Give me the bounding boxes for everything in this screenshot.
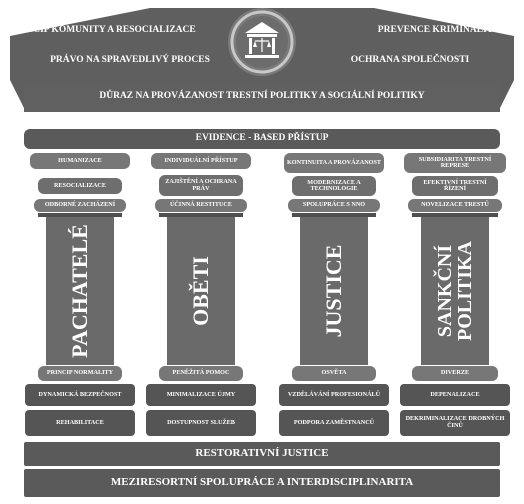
column-4-title-line-2: politika (454, 240, 476, 342)
column-1-bottom-pill: Princip normality (38, 366, 122, 381)
column-4-capital (412, 213, 498, 217)
column-1-base-item-1: Dynamická bezpečnost (25, 384, 135, 406)
column-1-capital (38, 213, 122, 217)
foundation-text-1: Restorativní justice (195, 447, 329, 459)
column-1-top-item-3: Odborné zacházení (34, 199, 126, 212)
emblem-ring (230, 10, 294, 74)
courthouse-scales-icon (245, 22, 279, 58)
column-4-top-item-2: Efektivní trestní řízení (412, 176, 498, 196)
column-1-base-item-2: Rehabilitace (25, 410, 135, 436)
evidence-bar (24, 129, 500, 149)
evidence-text: Evidence - based přístup (195, 133, 329, 143)
roof-top-left-text: Princip komunity a resocializace (10, 25, 196, 35)
column-4-base-item-1: Depenalizace (400, 384, 510, 406)
column-3-base-item-2: Podpora zaměstnanců (279, 410, 389, 436)
column-2-top-item-1: Individuální přístup (151, 153, 251, 169)
roof-mid-right-text: Ochrana společnosti (350, 55, 470, 65)
column-3-shaft (300, 217, 368, 365)
foundation-bar-2 (24, 469, 500, 497)
column-3-base-item-1: Vzdělávání profesionálů (279, 384, 389, 406)
roof-mid-left-text: Právo na spravedlivý proces (50, 55, 210, 65)
column-4-top-item-3: Novelizace trestů (408, 199, 502, 212)
column-4-title: Sankční politika (434, 206, 476, 376)
column-2-bottom-pill: Peněžitá pomoc (159, 366, 243, 381)
column-3-bottom-pill: Osvěta (292, 366, 376, 381)
column-1-top-item-1: Humanizace (30, 153, 130, 169)
column-3-title: Justice (321, 244, 346, 338)
column-1-title: Pachatelé (67, 224, 92, 358)
column-2-capital (159, 213, 243, 217)
column-2-base-item-1: Minimalizace újmy (146, 384, 256, 406)
column-4-base-item-2: Dekriminalizace drobných činů (400, 410, 510, 436)
column-3-top-item-2: Modernizace a technologie (292, 176, 376, 196)
column-2-title: Oběti (188, 256, 213, 326)
column-2-top-item-2: Zajištění a ochrana práv (159, 175, 243, 196)
column-4-top-item-1: Subsidiarita trestní represe (404, 153, 506, 173)
column-2-shaft (167, 217, 235, 365)
column-3-top-item-3: Spolupráce s NNO (288, 199, 380, 212)
foundation-bar-1 (24, 442, 500, 466)
roof-bottom-text: Důraz na provázanost trestní politiky a … (99, 91, 425, 101)
column-2-top-item-3: Účinná restituce (155, 199, 247, 212)
column-3-capital (292, 213, 376, 217)
column-4-bottom-pill: Diverze (412, 366, 498, 381)
column-3-top-item-1: Kontinuita a provázanost (284, 153, 384, 173)
column-4-shaft (421, 217, 489, 365)
column-1-shaft (46, 217, 114, 365)
roof-top-right-text: Prevence kriminality (377, 25, 500, 35)
column-2-base-item-2: Dostupnost služeb (146, 410, 256, 436)
roof-bottom-band (24, 82, 500, 112)
foundation-text-2: Meziresortní spolupráce a interdisciplin… (110, 476, 414, 488)
column-1-top-item-2: Resocializace (38, 178, 122, 194)
column-4-title-line-1: Sankční (434, 244, 456, 338)
